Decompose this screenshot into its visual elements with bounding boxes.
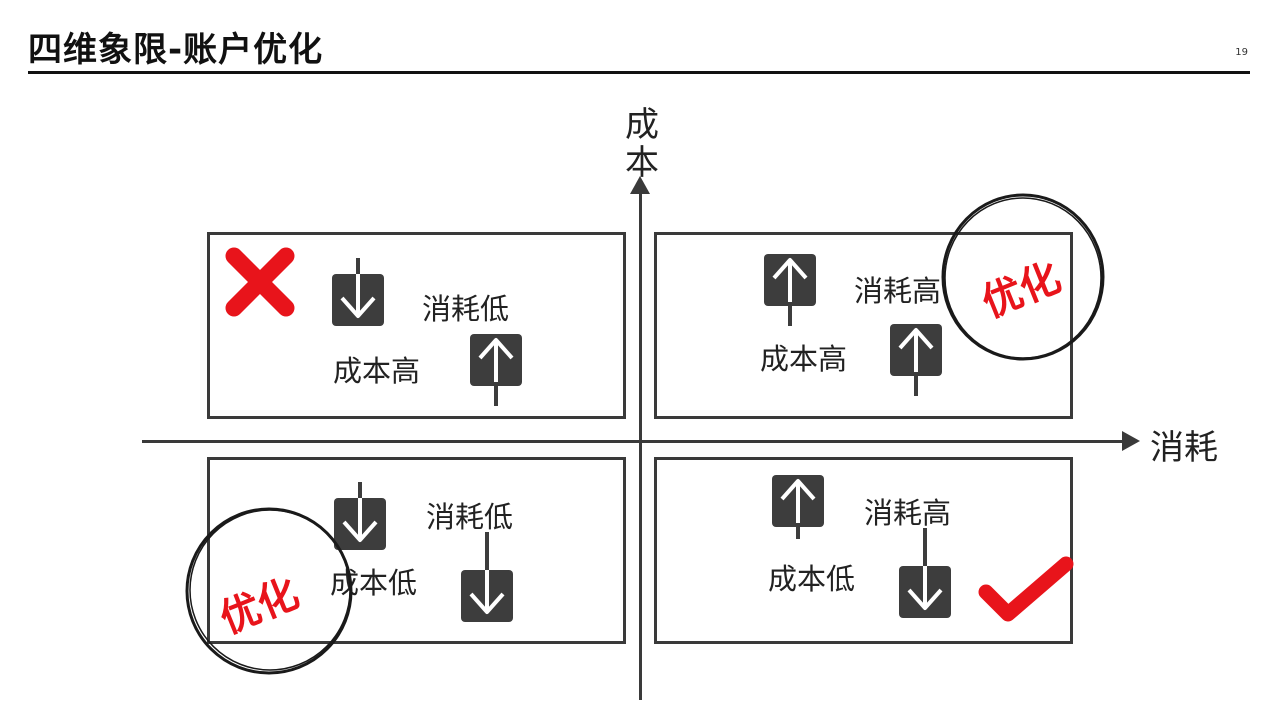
cost-label: 成本高	[760, 342, 848, 376]
page-number: 19	[1235, 47, 1248, 58]
consumption-label: 消耗低	[426, 500, 514, 534]
quadrant-top-left	[207, 232, 626, 419]
down-arrow-icon	[899, 528, 951, 618]
down-arrow-icon	[461, 532, 513, 622]
up-arrow-icon	[772, 475, 824, 539]
y-axis-line	[639, 190, 642, 700]
quadrant-bottom-left	[207, 457, 626, 644]
quadrant-top-right	[654, 232, 1073, 419]
quadrant-bottom-right	[654, 457, 1073, 644]
down-arrow-icon	[332, 258, 384, 326]
consumption-label: 消耗低	[422, 292, 510, 326]
down-arrow-icon	[334, 482, 386, 550]
consumption-label: 消耗高	[854, 274, 942, 308]
y-axis-arrowhead	[630, 176, 650, 194]
check-icon	[978, 556, 1074, 622]
cost-label: 成本低	[330, 566, 418, 600]
cost-label: 成本高	[333, 354, 421, 388]
cost-label: 成本低	[768, 562, 856, 596]
slide-title: 四维象限-账户优化	[28, 30, 324, 70]
x-axis-line	[142, 440, 1130, 443]
up-arrow-icon	[470, 334, 522, 406]
y-axis-label: 成本	[625, 105, 659, 183]
consumption-label: 消耗高	[864, 496, 952, 530]
up-arrow-icon	[764, 254, 816, 326]
optimize-circle-icon	[941, 193, 1105, 361]
optimize-circle-icon	[185, 507, 353, 675]
x-axis-label: 消耗	[1150, 428, 1218, 468]
cross-icon	[225, 247, 295, 317]
title-divider	[28, 71, 1250, 74]
up-arrow-icon	[890, 324, 942, 396]
x-axis-arrowhead	[1122, 431, 1140, 451]
